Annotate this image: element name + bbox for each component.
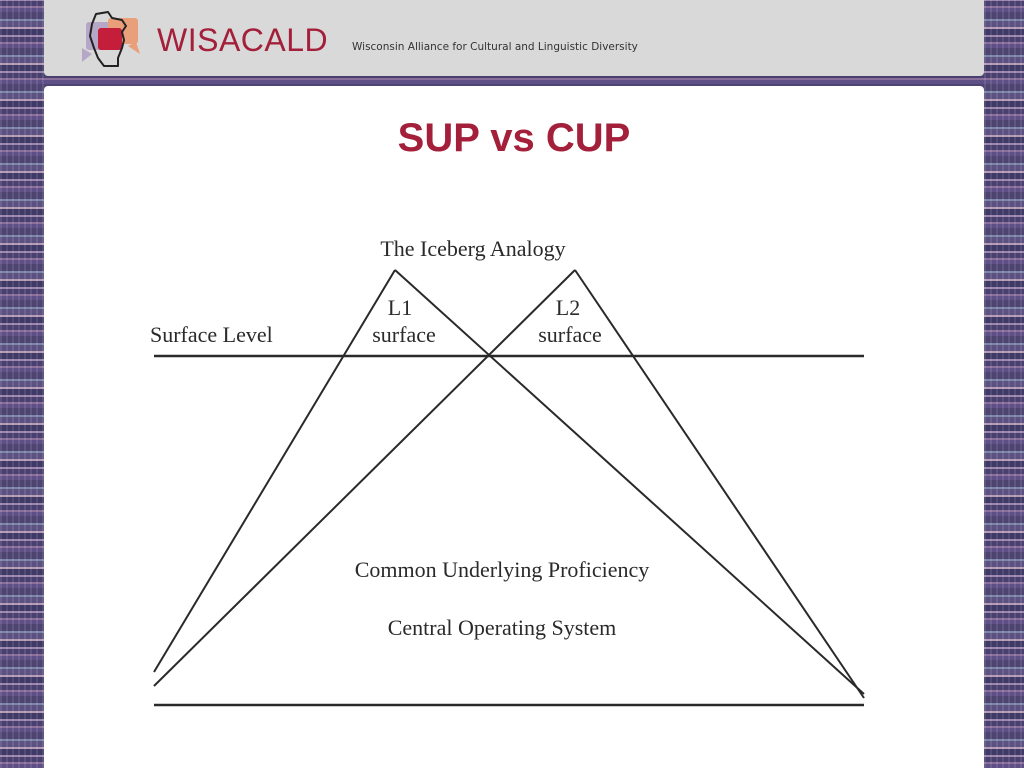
l1-right-edge: [394, 269, 865, 695]
l2-left-edge: [153, 269, 576, 687]
decorative-border-right: [984, 0, 1024, 768]
cup-label: Common Underlying Proficiency: [355, 557, 650, 582]
header-bar: WISACALD Wisconsin Alliance for Cultural…: [44, 0, 984, 76]
l2-label-line2: surface: [538, 322, 602, 347]
brand-tagline: Wisconsin Alliance for Cultural and Ling…: [352, 41, 638, 53]
l1-left-edge: [153, 269, 396, 673]
cos-label: Central Operating System: [388, 615, 617, 640]
l2-label-line1: L2: [556, 295, 580, 320]
slide-title: SUP vs CUP: [397, 116, 631, 160]
l2-right-edge: [574, 269, 865, 699]
diagram-title: The Iceberg Analogy: [380, 236, 565, 261]
surface-level-label: Surface Level: [150, 322, 273, 347]
l1-label-line1: L1: [388, 295, 412, 320]
brand-name: WISACALD: [157, 22, 329, 58]
wisconsin-logo-icon: [82, 11, 140, 67]
iceberg-diagram: The Iceberg Analogy Surface Level L1 sur…: [150, 236, 865, 707]
decorative-border-left: [0, 0, 44, 768]
slide-content-panel: SUP vs CUP The Iceberg Analogy Surface L…: [44, 86, 984, 768]
l1-label-line2: surface: [372, 322, 436, 347]
